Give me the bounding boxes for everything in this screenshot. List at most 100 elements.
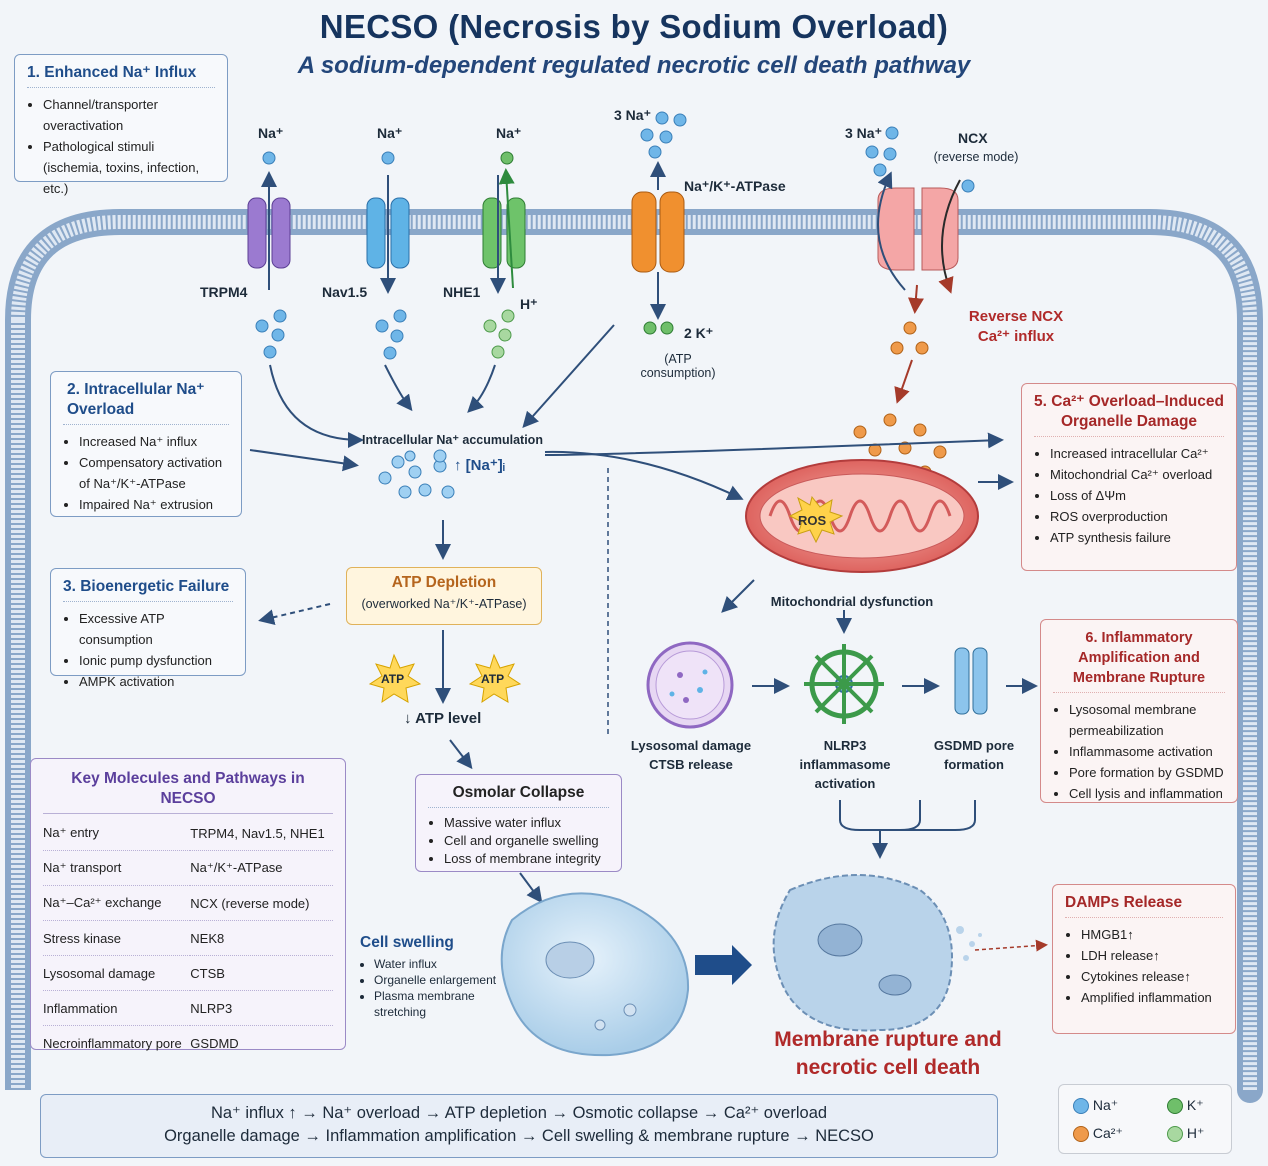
osmolar-item: Massive water influx (444, 814, 609, 832)
h-swatch-icon (1167, 1126, 1183, 1143)
box5-item: Increased intracellular Ca²⁺ (1050, 443, 1224, 464)
legend-k-label: K⁺ (1186, 1097, 1204, 1113)
reverse-ncx-label: Reverse NCX Ca²⁺ influx (968, 308, 1064, 345)
box-bioenergetic-failure: 3. Bioenergetic Failure Excessive ATP co… (50, 568, 246, 689)
box6-item: Cell lysis and inflammation (1069, 783, 1225, 804)
box2-item: Compensatory activation of Na⁺/K⁺-ATPase (79, 452, 229, 494)
table-cell: GSDMD (190, 1035, 239, 1051)
legend-h-label: H⁺ (1186, 1125, 1205, 1141)
box5-item: ATP synthesis failure (1050, 527, 1224, 548)
nhe1-name-label: NHE1 (443, 284, 481, 300)
nlrp3-inflammasome (804, 644, 884, 724)
box2-item: Increased Na⁺ influx (79, 431, 229, 452)
summary-line-1: Na⁺ influx ↑ → Na⁺ overload → ATP deplet… (210, 1104, 828, 1122)
table-cell: Stress kinase (43, 920, 191, 956)
table-cell: CTSB (190, 955, 333, 991)
trpm4-name-label: TRPM4 (200, 284, 248, 300)
box-na-overload: 2. Intracellular Na⁺ Overload Increased … (50, 371, 242, 517)
box1-item: Channel/transporter overactivation (43, 94, 215, 136)
box-damps: DAMPs Release HMGB1↑LDH release↑Cytokine… (1052, 884, 1236, 1034)
swollen-cell (500, 892, 690, 1057)
box2-item: Impaired Na⁺ extrusion (79, 494, 229, 515)
ncx-exchanger (877, 171, 961, 314)
table-cell: NLRP3 (190, 990, 333, 1026)
swelling-item: Organelle enlargement (374, 972, 510, 988)
table-cell: Na⁺ entry (43, 816, 191, 851)
osmolar-item: Cell and organelle swelling (444, 832, 609, 850)
atp-level-label: ↓ ATP level (404, 710, 482, 727)
box6-item: Pore formation by GSDMD (1069, 762, 1225, 783)
box5-item: Loss of ΔΨm (1050, 485, 1224, 506)
k-swatch-icon (1167, 1098, 1183, 1115)
nka-out-label: 3 Na⁺ (614, 107, 651, 123)
key-molecules-panel: Key Molecules and Pathways in NECSO Na⁺ … (30, 758, 346, 1051)
table-cell: Inflammation (43, 990, 191, 1026)
box-ca-overload: 5. Ca²⁺ Overload–Induced Organelle Damag… (1021, 383, 1237, 571)
key-molecules-title: Key Molecules and Pathways in NECSO (43, 769, 333, 814)
nka-pump (631, 161, 685, 320)
page-subtitle: A sodium-dependent regulated necrotic ce… (297, 52, 971, 79)
table-cell: Na⁺–Ca²⁺ exchange (43, 885, 191, 921)
legend-na-label: Na⁺ (1092, 1097, 1119, 1113)
ruptured-cell (772, 874, 982, 1032)
gsdmd-pore (954, 647, 988, 715)
table-cell: Necroinflammatory pore (43, 1035, 182, 1051)
table-cell: Na⁺ transport (43, 850, 191, 886)
atp-depletion-sub: (overworked Na⁺/K⁺-ATPase) (361, 597, 527, 611)
atp-badge-left: ATP (381, 672, 405, 686)
extracellular-ions (262, 111, 975, 193)
ros-label: ROS (798, 513, 827, 528)
ion-legend: Na⁺ K⁺ Ca²⁺ H⁺ (1058, 1084, 1232, 1154)
nlrp3-label: NLRP3 inflammasome activation (799, 738, 891, 791)
cell-swelling-block: Cell swelling Water influxOrganelle enla… (360, 934, 510, 1020)
swelling-item: Plasma membrane stretching (374, 988, 510, 1020)
nav15-name-label: Nav1.5 (322, 284, 368, 300)
box3-item: Ionic pump dysfunction (79, 650, 233, 671)
trpm4-channel (247, 171, 291, 290)
summary-line-2: Organelle damage → Inflammation amplific… (164, 1127, 874, 1145)
osmolar-item: Loss of membrane integrity (444, 850, 609, 868)
nka-note-label: (ATP consumption) (640, 352, 716, 380)
box-enhanced-influx: 1. Enhanced Na⁺ Influx Channel/transport… (14, 54, 228, 196)
legend-ca: Ca²⁺ (1073, 1125, 1123, 1143)
box2-title: 2. Intracellular Na⁺ Overload (63, 380, 229, 425)
legend-k: K⁺ (1167, 1097, 1204, 1115)
nav15-ion-label: Na⁺ (377, 125, 403, 141)
nhe1-ion-label: Na⁺ (496, 125, 522, 141)
box1-item: Pathological stimuli (ischemia, toxins, … (43, 136, 215, 199)
table-cell: TRPM4, Nav1.5, NHE1 (190, 816, 333, 851)
box5-item: ROS overproduction (1050, 506, 1224, 527)
cell-membrane (5, 209, 1263, 1103)
damps-item: Amplified inflammation (1081, 987, 1223, 1008)
atp-depletion-box: ATP Depletion (overworked Na⁺/K⁺-ATPase) (346, 567, 542, 625)
na-swatch-icon (1073, 1098, 1089, 1115)
damps-item: Cytokines release↑ (1081, 966, 1223, 987)
gsdmd-label: GSDMD pore formation (933, 738, 1015, 772)
box3-item: AMPK activation (79, 671, 233, 692)
atp-stars (368, 653, 522, 704)
progression-arrow (695, 945, 752, 985)
mito-dysfunction-label: Mitochondrial dysfunction (770, 594, 934, 609)
lysosome (646, 641, 734, 729)
nka-name-label: Na⁺/K⁺-ATPase (684, 178, 786, 194)
legend-ca-label: Ca²⁺ (1092, 1125, 1123, 1141)
atp-badge-right: ATP (481, 672, 505, 686)
table-cell: Lysosomal damage (43, 955, 191, 991)
box-inflammatory-amplification: 6. Inflammatory Amplification and Membra… (1040, 619, 1238, 803)
table-cell: Na⁺/K⁺-ATPase (190, 850, 333, 886)
ncx-out-label: 3 Na⁺ (845, 125, 882, 141)
mitochondrion (745, 459, 979, 573)
table-row: Necroinflammatory pore GSDMD (43, 1026, 333, 1061)
intracellular-ions (255, 309, 947, 479)
box3-title: 3. Bioenergetic Failure (63, 577, 233, 602)
summary-bar: Na⁺ influx ↑ → Na⁺ overload → ATP deplet… (40, 1094, 998, 1158)
lysosome-label: Lysosomal damage CTSB release (630, 738, 752, 772)
swelling-title: Cell swelling (360, 934, 454, 951)
box3-item: Excessive ATP consumption (79, 608, 233, 650)
